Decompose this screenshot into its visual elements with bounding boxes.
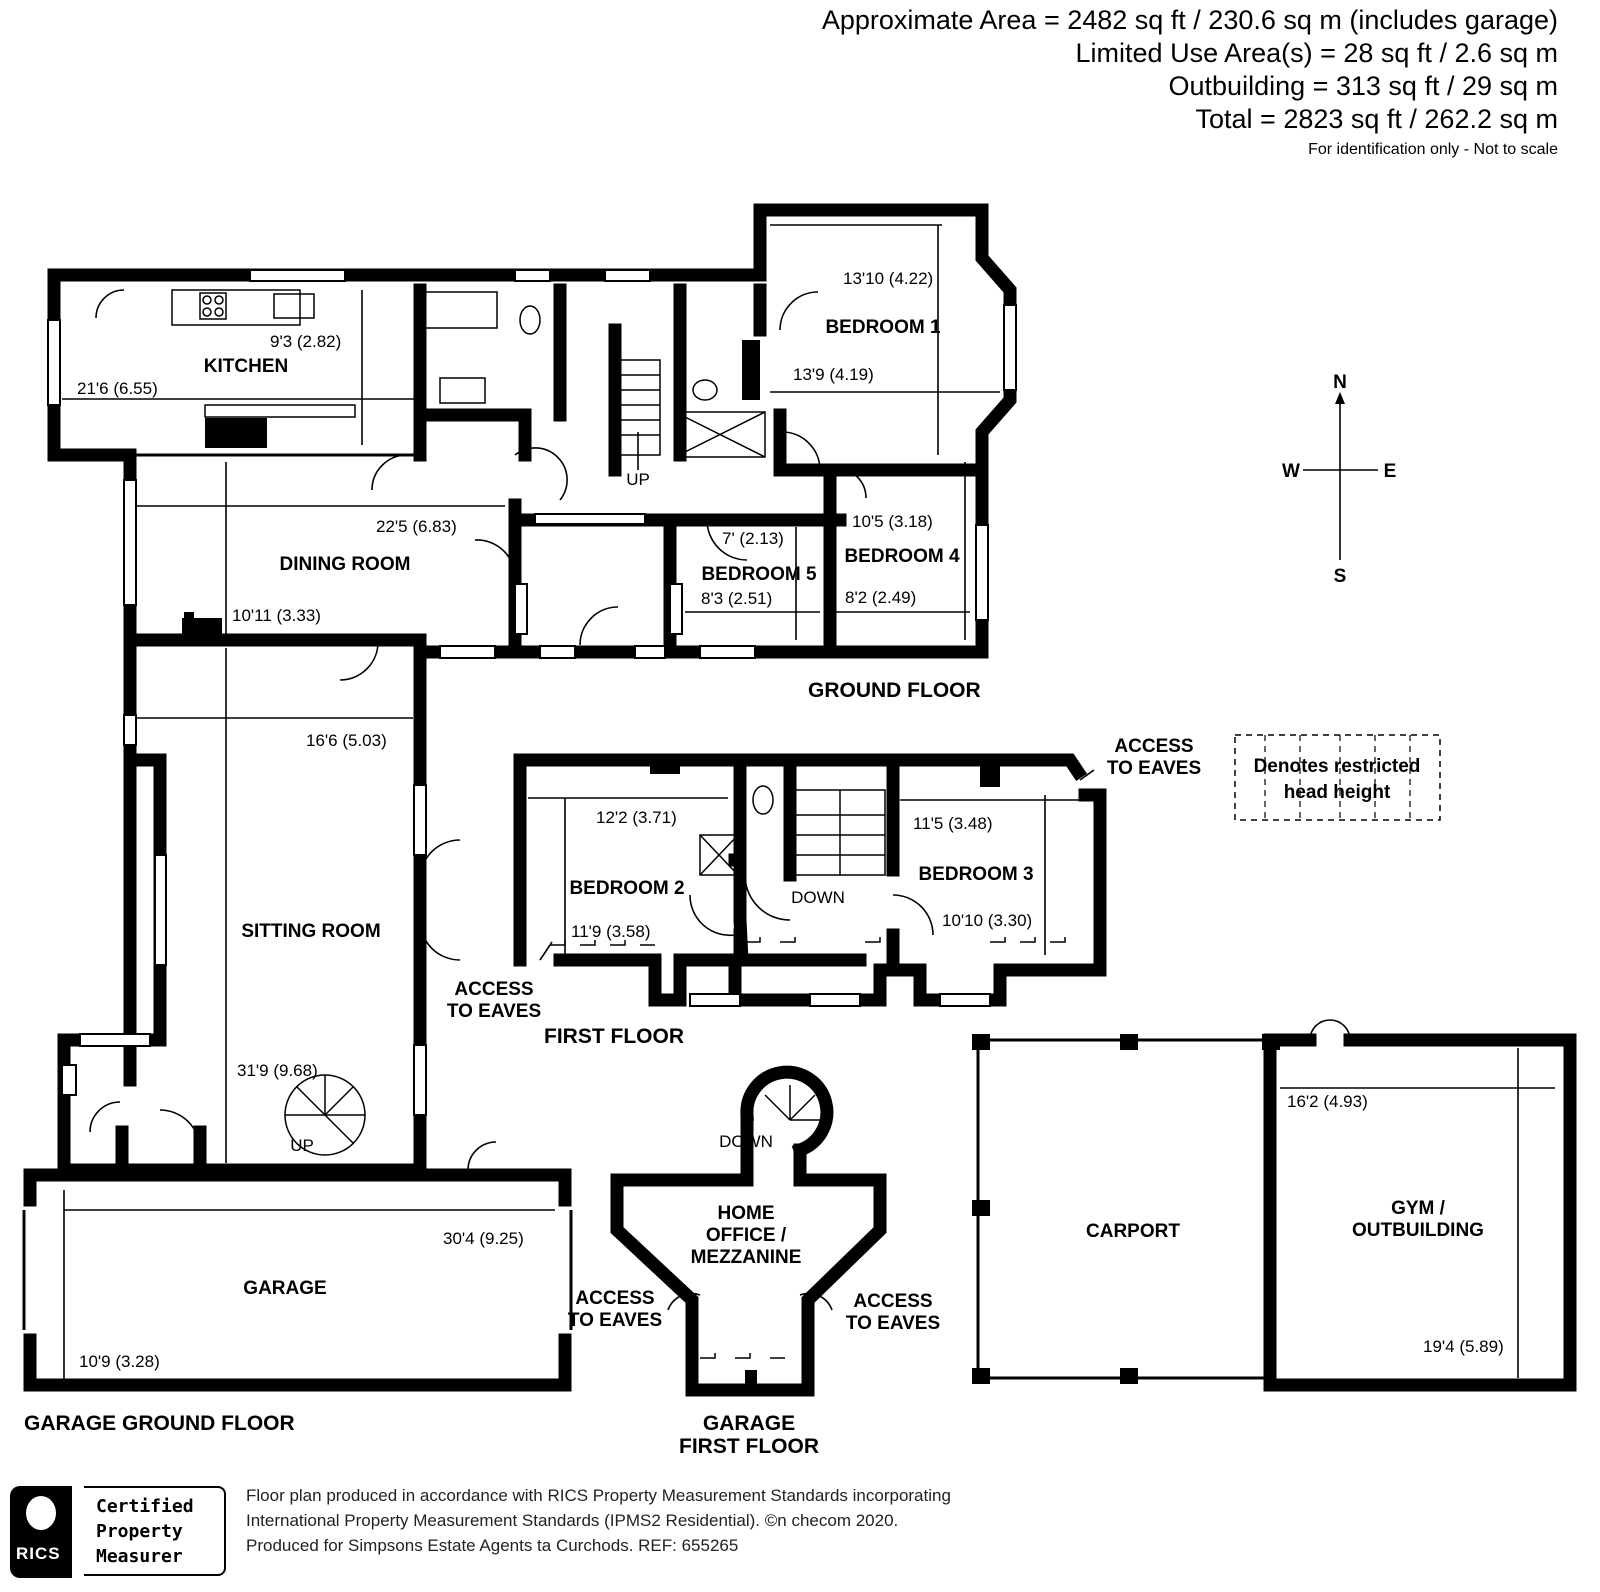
label-up-spiral: UP (290, 1136, 314, 1155)
access-eaves-2b: TO EAVES (447, 1001, 541, 1022)
garage-first-walls (610, 1065, 887, 1397)
first-floor-walls (513, 753, 1107, 1007)
floor-ground: GROUND FLOOR (808, 679, 981, 702)
floor-first: FIRST FLOOR (544, 1025, 684, 1048)
room-bedroom1: BEDROOM 1 (825, 317, 941, 338)
room-office-2: OFFICE / (706, 1225, 787, 1246)
access-eaves-3a: ACCESS (575, 1288, 654, 1309)
room-bedroom2: BEDROOM 2 (569, 878, 684, 899)
dim-bed1-w: 13'10 (4.22) (843, 269, 933, 288)
room-office-3: MEZZANINE (691, 1247, 802, 1268)
dim-gym-w: 16'2 (4.93) (1287, 1092, 1368, 1111)
room-gym-1: GYM / (1391, 1198, 1446, 1219)
area-summary: Approximate Area = 2482 sq ft / 230.6 sq… (822, 4, 1558, 161)
dim-bed5-w: 8'3 (2.51) (701, 589, 772, 608)
compass-w: W (1282, 461, 1300, 482)
dim-bed2-d: 11'9 (3.58) (571, 922, 650, 941)
dim-dining-w: 22'5 (6.83) (376, 517, 457, 536)
room-kitchen: KITCHEN (204, 356, 288, 377)
dim-bed3-w: 11'5 (3.48) (913, 814, 992, 833)
room-gym-2: OUTBUILDING (1352, 1220, 1484, 1241)
ground-floor-windows (47, 269, 1017, 1116)
garage-ground-walls (22, 1168, 573, 1392)
dim-bed4-w: 10'5 (3.18) (852, 512, 933, 531)
dim-dining-d: 10'11 (3.33) (232, 606, 321, 625)
room-bedroom5: BEDROOM 5 (701, 564, 817, 585)
label-down-spiral: DOWN (719, 1132, 773, 1151)
access-eaves-4b: TO EAVES (846, 1313, 940, 1334)
footer-line3: Produced for Simpsons Estate Agents ta C… (246, 1536, 739, 1555)
room-garage: GARAGE (243, 1278, 326, 1299)
rics-logo-text: RICS (16, 1544, 61, 1563)
label-down-stairs: DOWN (791, 888, 845, 907)
access-eaves-1b: TO EAVES (1107, 758, 1201, 779)
area-outbuilding: Outbuilding = 313 sq ft / 29 sq m (1168, 71, 1558, 101)
access-eaves-1a: ACCESS (1114, 736, 1193, 757)
legend-restricted-height: Denotes restricted head height (1234, 734, 1441, 821)
cert-line1: Certified (96, 1496, 194, 1517)
scale-note: For identification only - Not to scale (1308, 141, 1558, 158)
dim-kitchen-d: 9'3 (2.82) (270, 332, 341, 351)
floor-garage-first-2: FIRST FLOOR (679, 1435, 819, 1458)
legend-line1: Denotes restricted (1254, 756, 1421, 777)
access-eaves-3b: TO EAVES (568, 1310, 662, 1331)
dim-gym-d: 19'4 (5.89) (1423, 1337, 1504, 1356)
room-carport: CARPORT (1086, 1221, 1180, 1242)
ground-floor-dimension-lines (62, 224, 1000, 1163)
access-eaves-2a: ACCESS (454, 979, 533, 1000)
access-eaves-4a: ACCESS (853, 1291, 932, 1312)
annotation-labels: UP UP DOWN DOWN ACCESS TO EAVES ACCESS T… (290, 470, 1201, 1334)
cert-line3: Measurer (96, 1546, 183, 1567)
ground-floor-fixtures (89, 289, 867, 1171)
dim-kitchen-w: 21'6 (6.55) (77, 379, 158, 398)
floor-garage-ground: GARAGE GROUND FLOOR (24, 1412, 295, 1435)
room-bedroom4: BEDROOM 4 (844, 546, 960, 567)
dim-bed5-d: 7' (2.13) (722, 529, 784, 548)
dimension-labels: 21'6 (6.55) 9'3 (2.82) 13'10 (4.22) 13'9… (77, 269, 1504, 1371)
footer: RICS Certified Property Measurer Floor p… (0, 1478, 1600, 1588)
compass-s: S (1334, 566, 1347, 587)
footer-line2: International Property Measurement Stand… (246, 1511, 899, 1530)
dim-garage-w: 30'4 (9.25) (443, 1229, 524, 1248)
dim-bed4-d: 8'2 (2.49) (845, 588, 916, 607)
room-office-1: HOME (718, 1203, 775, 1224)
room-sitting: SITTING ROOM (241, 921, 380, 942)
room-labels: KITCHEN BEDROOM 1 DINING ROOM BEDROOM 5 … (204, 317, 1484, 1299)
footer-line1: Floor plan produced in accordance with R… (246, 1486, 951, 1505)
lion-icon (26, 1496, 56, 1530)
certified-measurer-badge: Certified Property Measurer (84, 1486, 226, 1576)
dim-bed3-d: 10'10 (3.30) (942, 911, 1032, 930)
room-bedroom3: BEDROOM 3 (918, 864, 1033, 885)
floor-labels: GROUND FLOOR FIRST FLOOR GARAGE GROUND F… (24, 679, 981, 1458)
compass-e: E (1384, 461, 1397, 482)
area-approximate: Approximate Area = 2482 sq ft / 230.6 sq… (821, 5, 1558, 35)
footer-text: Floor plan produced in accordance with R… (246, 1483, 951, 1558)
compass-n: N (1333, 372, 1347, 393)
cert-line2: Property (96, 1521, 183, 1542)
dim-garage-d: 10'9 (3.28) (79, 1352, 160, 1371)
dim-sitting-w: 16'6 (5.03) (306, 731, 387, 750)
carport-gym-walls (972, 1019, 1577, 1392)
floor-garage-first-1: GARAGE (703, 1412, 795, 1435)
label-up-stairs: UP (626, 470, 650, 489)
dim-sitting-d: 31'9 (9.68) (237, 1061, 318, 1080)
dim-bed2-w: 12'2 (3.71) (596, 808, 677, 827)
compass-rose: N S W E (1282, 372, 1396, 587)
area-total: Total = 2823 sq ft / 262.2 sq m (1195, 104, 1558, 134)
rics-logo: RICS (10, 1486, 72, 1578)
room-dining: DINING ROOM (280, 554, 411, 575)
legend-line2: head height (1284, 782, 1391, 803)
dim-bed1-d: 13'9 (4.19) (793, 365, 874, 384)
area-limited-use: Limited Use Area(s) = 28 sq ft / 2.6 sq … (1075, 38, 1558, 68)
first-floor-fixtures (528, 762, 1095, 1007)
